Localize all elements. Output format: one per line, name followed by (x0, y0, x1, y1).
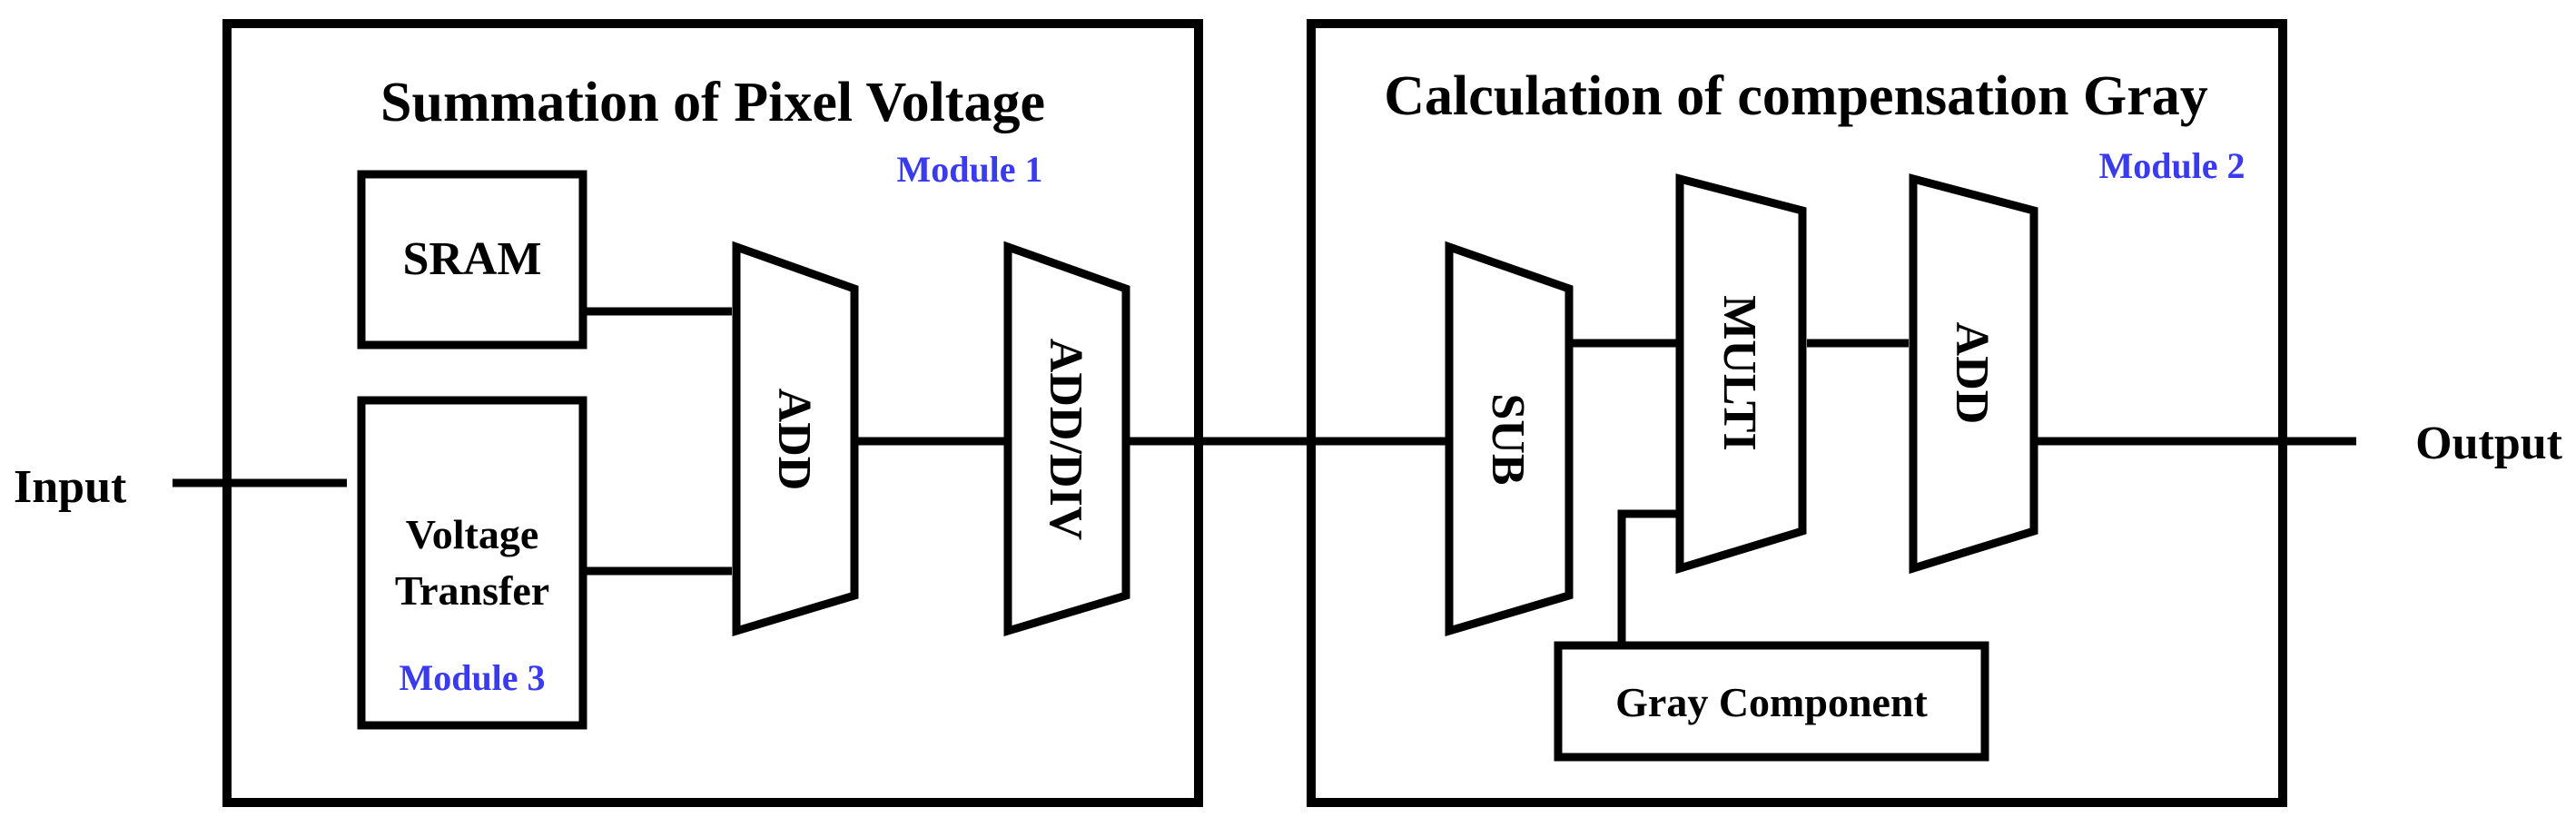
summation-block-frame (222, 19, 1203, 807)
output-label: Output (2415, 418, 2563, 469)
compensation-block-frame (1307, 19, 2287, 807)
multi-block (1675, 173, 1807, 575)
module-1-label: Module 1 (896, 149, 1042, 190)
add-label-right: ADD (1946, 322, 1998, 425)
sram-box (357, 170, 587, 350)
add-block-right (1909, 173, 2038, 575)
sub-block (1445, 241, 1574, 637)
add-block-left (732, 241, 859, 637)
voltage-transfer-box (357, 396, 587, 730)
gray-component-box (1554, 641, 1989, 762)
gray-component-to-multi-wire (1617, 509, 1676, 645)
sub-label: SUB (1482, 393, 1534, 485)
module-3-label: Module 3 (399, 657, 545, 698)
gray-component-label: Gray Component (1615, 679, 1928, 725)
summation-block-title: Summation of Pixel Voltage (380, 72, 1045, 133)
voltage-transfer-label-line2: Transfer (395, 567, 549, 614)
add-label-left: ADD (768, 389, 820, 491)
voltage-transfer-label-line1: Voltage (406, 511, 539, 557)
compensation-block-title: Calculation of compensation Gray (1384, 65, 2208, 127)
sram-label: SRAM (402, 233, 541, 285)
add-div-block (1003, 241, 1130, 637)
add-div-label: ADD/DIV (1040, 339, 1091, 540)
module-2-label: Module 2 (2098, 145, 2245, 186)
multi-label: MULTI (1713, 295, 1765, 450)
input-label: Input (14, 461, 127, 513)
